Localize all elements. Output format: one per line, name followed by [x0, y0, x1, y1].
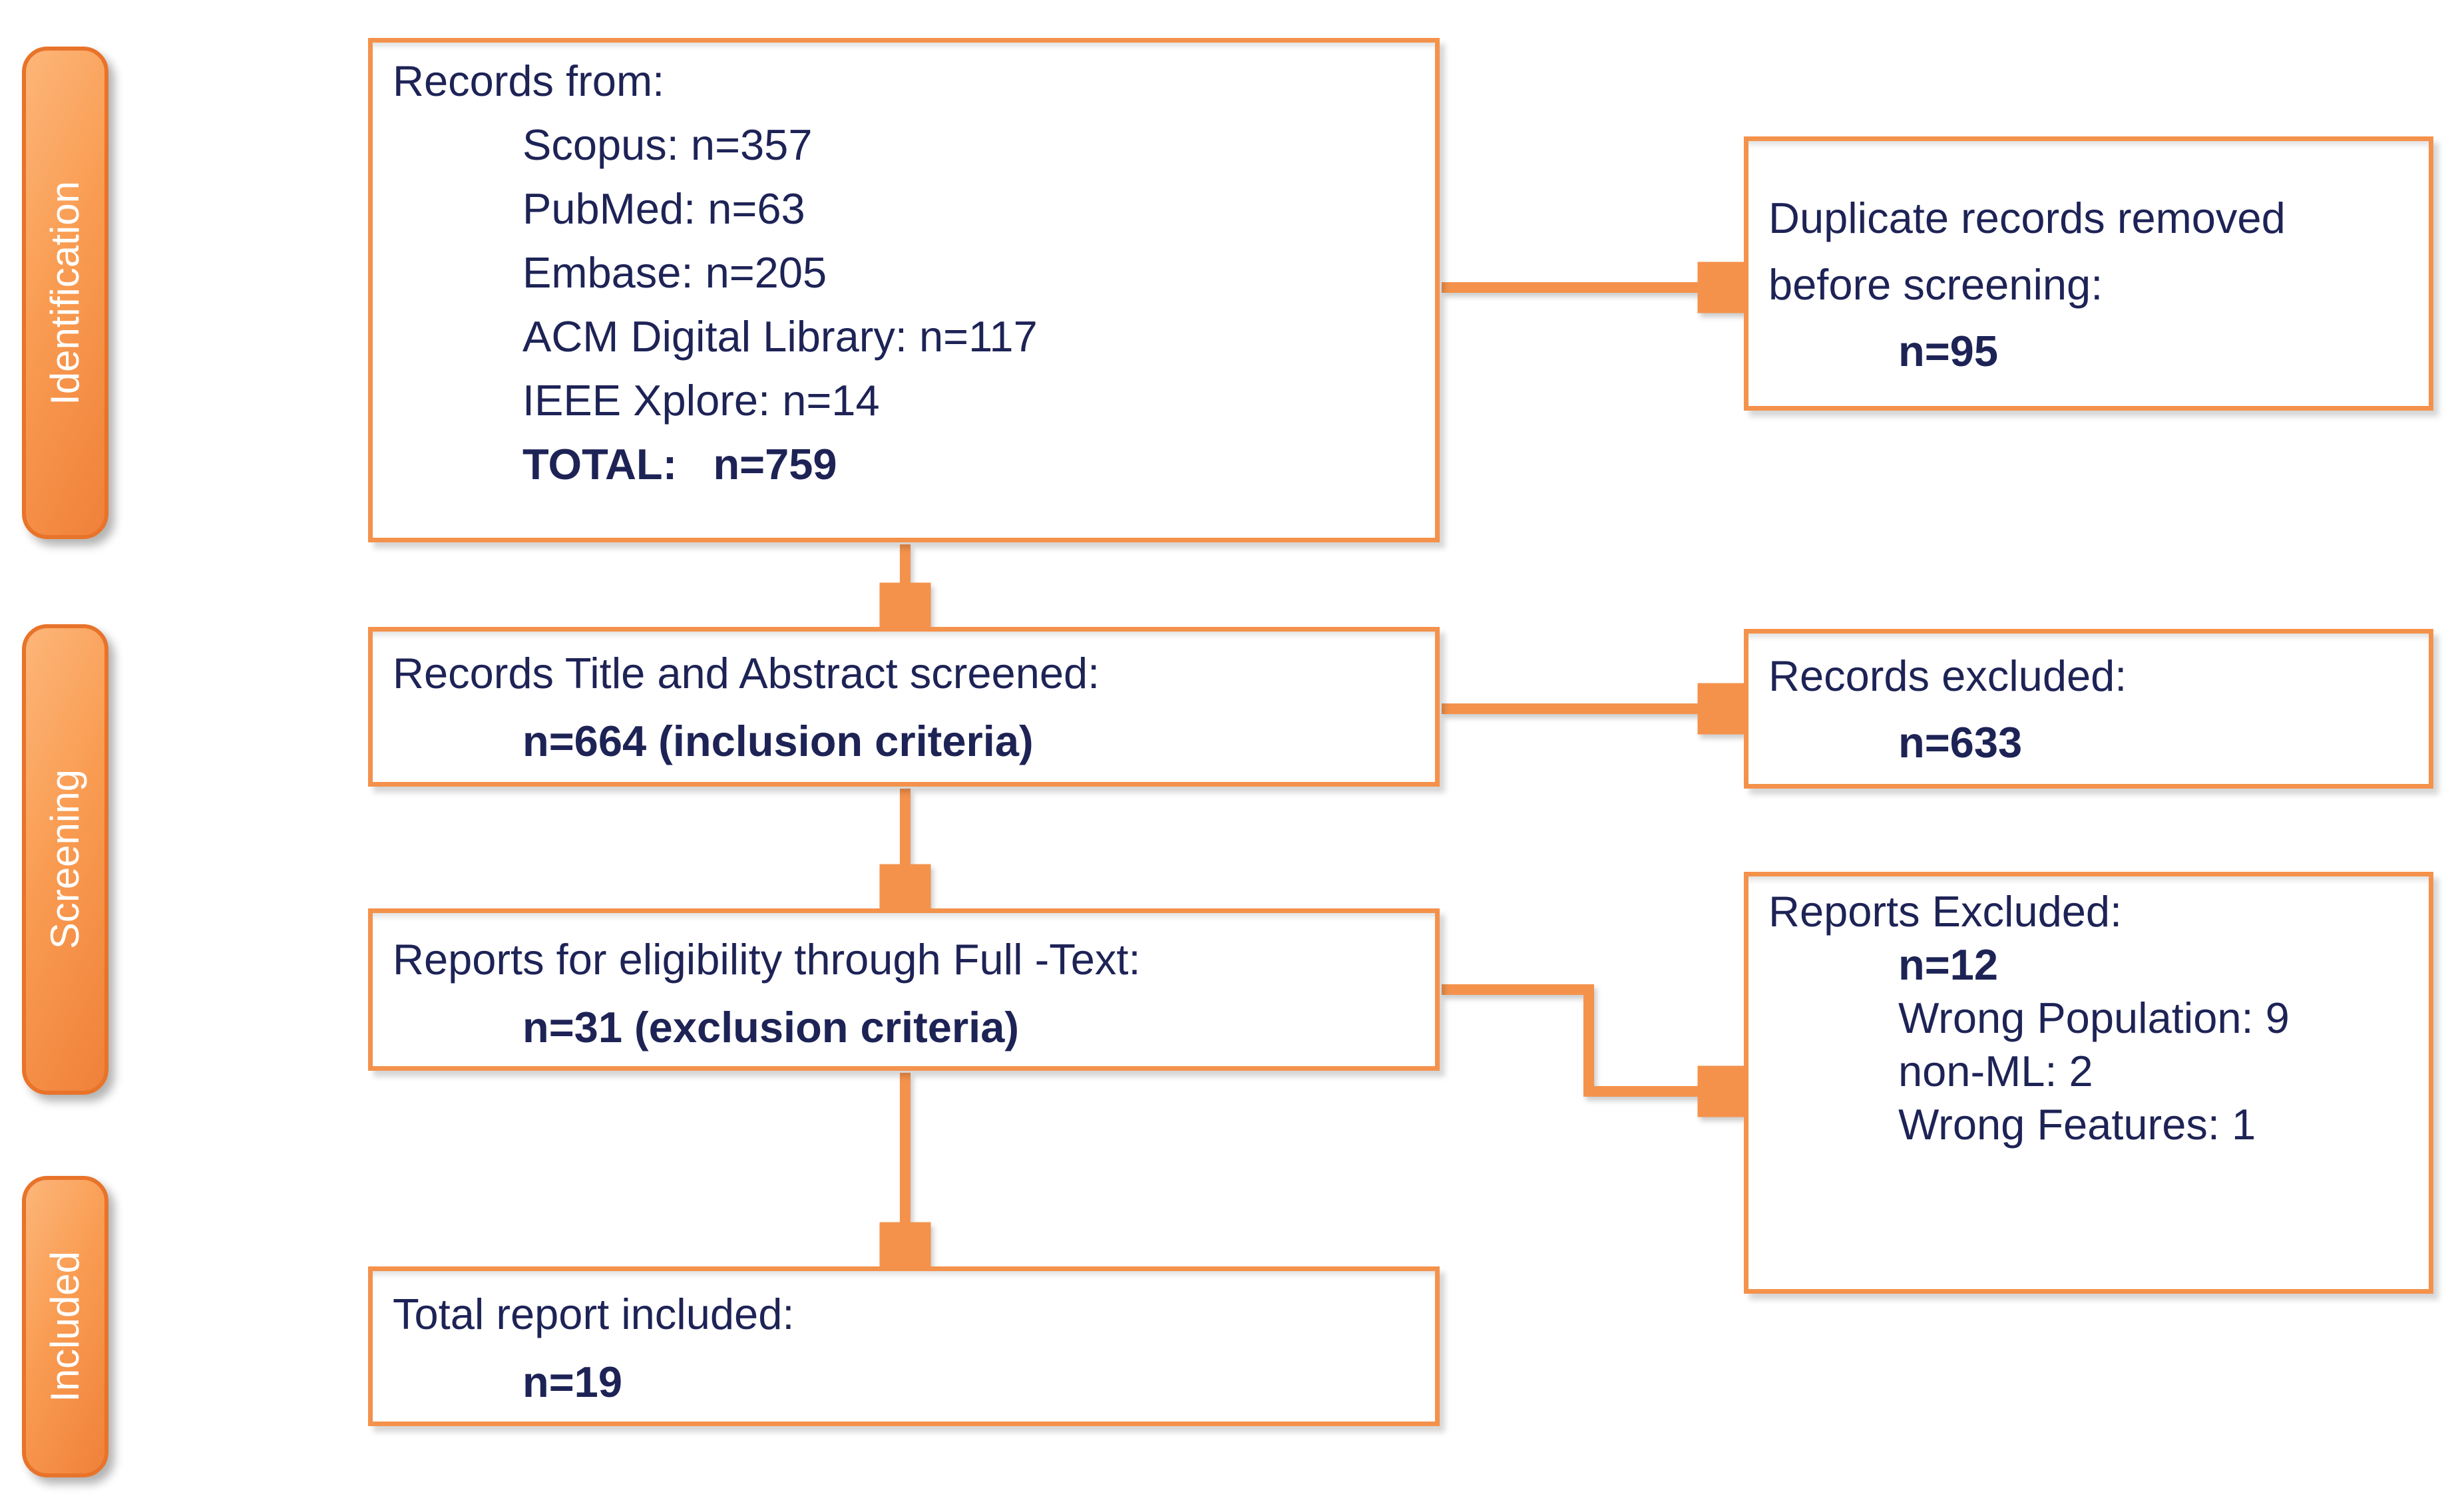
records-excluded-box: Records excluded: n=633 — [1744, 629, 2433, 789]
box-line: Records Title and Abstract screened: — [393, 649, 1100, 697]
box-line-count: n=633 — [1898, 718, 2023, 767]
box-line: PubMed: n=63 — [522, 184, 805, 233]
box-line: Embase: n=205 — [522, 248, 827, 297]
box-line: Records excluded: — [1768, 652, 2127, 700]
box-line-count: n=95 — [1898, 327, 1998, 375]
box-line: Records from: — [393, 57, 665, 105]
box-line-total: TOTAL: n=759 — [522, 440, 837, 488]
stage-bar-included: Included — [22, 1176, 108, 1477]
box-line: Total report included: — [393, 1290, 795, 1338]
title-abstract-screened-box: Records Title and Abstract screened: n=6… — [368, 627, 1440, 787]
stage-bar-screening: Screening — [22, 624, 108, 1095]
stage-label-identification: Identification — [43, 180, 87, 405]
reports-excluded-box: Reports Excluded: n=12 Wrong Population:… — [1744, 872, 2433, 1294]
duplicates-removed-box: Duplicate records removed before screeni… — [1744, 136, 2433, 411]
box-line: IEEE Xplore: n=14 — [522, 376, 880, 425]
box-line: Reports Excluded: — [1768, 887, 2123, 936]
stage-label-included: Included — [43, 1251, 87, 1402]
box-line: before screening: — [1768, 260, 2103, 309]
box-line-count: n=19 — [522, 1358, 622, 1406]
box-line: Duplicate records removed — [1768, 194, 2286, 242]
box-line: ACM Digital Library: n=117 — [522, 312, 1038, 361]
box-line-count: n=31 (exclusion criteria) — [522, 1003, 1020, 1051]
arrow-eligibility-to-reports-excluded — [1442, 984, 1731, 1091]
records-identified-box: Records from: Scopus: n=357 PubMed: n=63… — [368, 38, 1440, 542]
stage-bar-identification: Identification — [22, 47, 108, 539]
box-line: non-ML: 2 — [1898, 1047, 2093, 1095]
box-line: Wrong Features: 1 — [1898, 1100, 2256, 1149]
box-line: Wrong Population: 9 — [1898, 994, 2290, 1042]
total-included-box: Total report included: n=19 — [368, 1266, 1440, 1426]
box-line: Scopus: n=357 — [522, 120, 813, 169]
box-line-count: n=12 — [1898, 940, 1998, 989]
box-line: Reports for eligibility through Full -Te… — [393, 935, 1141, 984]
stage-label-screening: Screening — [43, 769, 87, 950]
full-text-eligibility-box: Reports for eligibility through Full -Te… — [368, 908, 1440, 1071]
box-line-count: n=664 (inclusion criteria) — [522, 717, 1034, 765]
